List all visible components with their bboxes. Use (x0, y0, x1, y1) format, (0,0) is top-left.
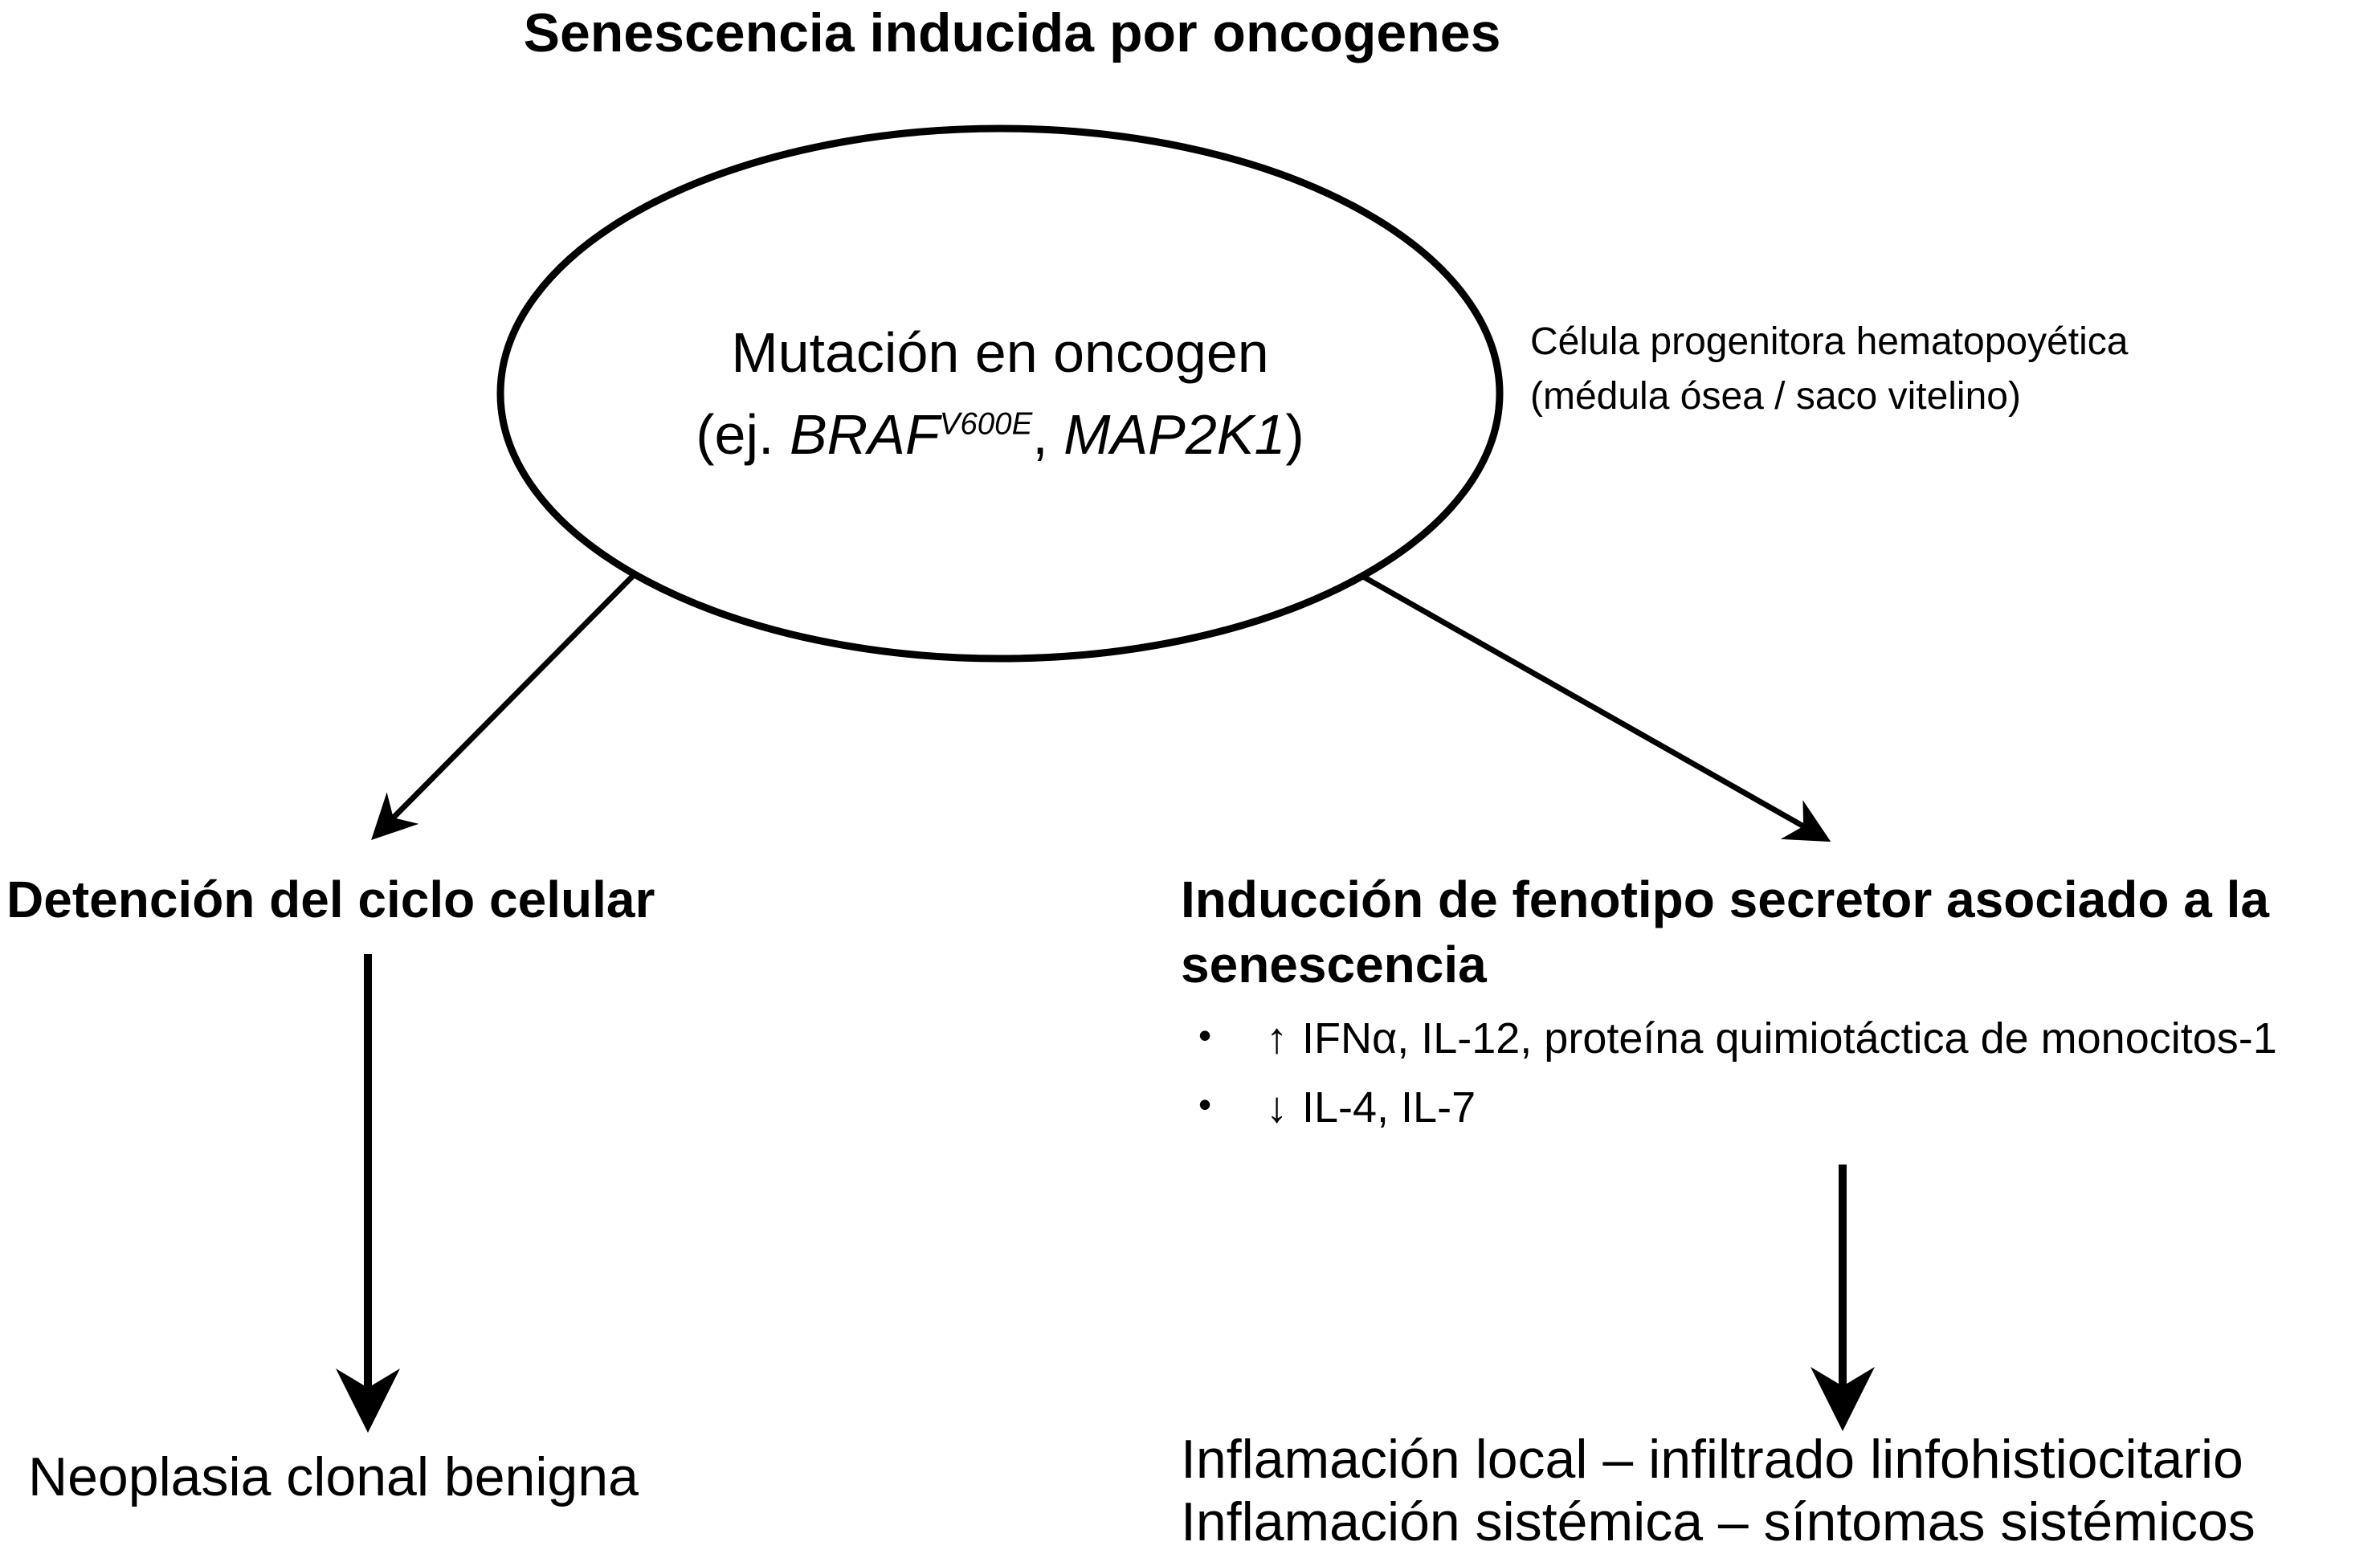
progenitor-cell-label-line2: (médula ósea / saco vitelino) (1530, 375, 2021, 418)
cell-cycle-arrest-heading: Detención del ciclo celular (6, 871, 655, 928)
ellipse-line2-separator: , (1032, 402, 1064, 466)
secretory-phenotype-heading: Inducción de fenotipo secretor asociado … (1181, 867, 2380, 997)
secretory-phenotype-heading-line2: senescencia (1181, 935, 1487, 993)
decreased-cytokines-text: IL-4, IL-7 (1302, 1083, 1476, 1132)
ellipse-line2-suffix: ) (1285, 402, 1304, 466)
gene-braf: BRAF (789, 402, 940, 466)
ellipse-label-line2: (ej. BRAFV600E, MAP2K1) (696, 394, 1304, 476)
progenitor-cell-label: Célula progenitora hematopoyética (médul… (1530, 315, 2128, 424)
benign-neoplasia-label: Neoplasia clonal benigna (28, 1446, 639, 1507)
bullet-increased-cytokines: • ↑ IFNα, IL-12, proteína quimiotáctica d… (1181, 1014, 2380, 1063)
gene-braf-superscript: V600E (939, 406, 1033, 442)
bullet-decreased-cytokines: • ↓ IL-4, IL-7 (1181, 1083, 2380, 1132)
gene-map2k1: MAP2K1 (1063, 402, 1286, 466)
inflammation-label: Inflamación local – infiltrado linfohist… (1181, 1428, 2380, 1550)
local-inflammation-line: Inflamación local – infiltrado linfohist… (1181, 1429, 2243, 1490)
ellipse-label-line1: Mutación en oncogen (731, 321, 1269, 384)
ellipse-label: Mutación en oncogen (ej. BRAFV600E, MAP2… (498, 127, 1502, 661)
arrow-to-cell-cycle-arrest (371, 572, 637, 840)
ellipse-line2-prefix: (ej. (696, 402, 790, 466)
cytokine-bullet-list: • ↑ IFNα, IL-12, proteína quimiotáctica d… (1181, 1014, 2380, 1152)
diagram-title: Senescencia inducida por oncogenes (523, 2, 1501, 63)
up-arrow-icon: ↑ (1266, 1014, 1288, 1063)
arrow-to-secretory-phenotype (1361, 573, 1831, 842)
oncogene-mutation-ellipse (496, 124, 1504, 663)
bullet-dot-icon: • (1198, 1083, 1212, 1125)
systemic-inflammation-line: Inflamación sistémica – síntomas sistémi… (1181, 1491, 2255, 1550)
progenitor-cell-label-line1: Célula progenitora hematopoyética (1530, 320, 2129, 363)
down-arrow-icon: ↓ (1266, 1083, 1288, 1132)
secretory-phenotype-heading-line1: Inducción de fenotipo secretor asociado … (1181, 871, 2269, 928)
bullet-dot-icon: • (1198, 1014, 1212, 1056)
increased-cytokines-text: IFNα, IL-12, proteína quimiotáctica de m… (1302, 1014, 2277, 1063)
